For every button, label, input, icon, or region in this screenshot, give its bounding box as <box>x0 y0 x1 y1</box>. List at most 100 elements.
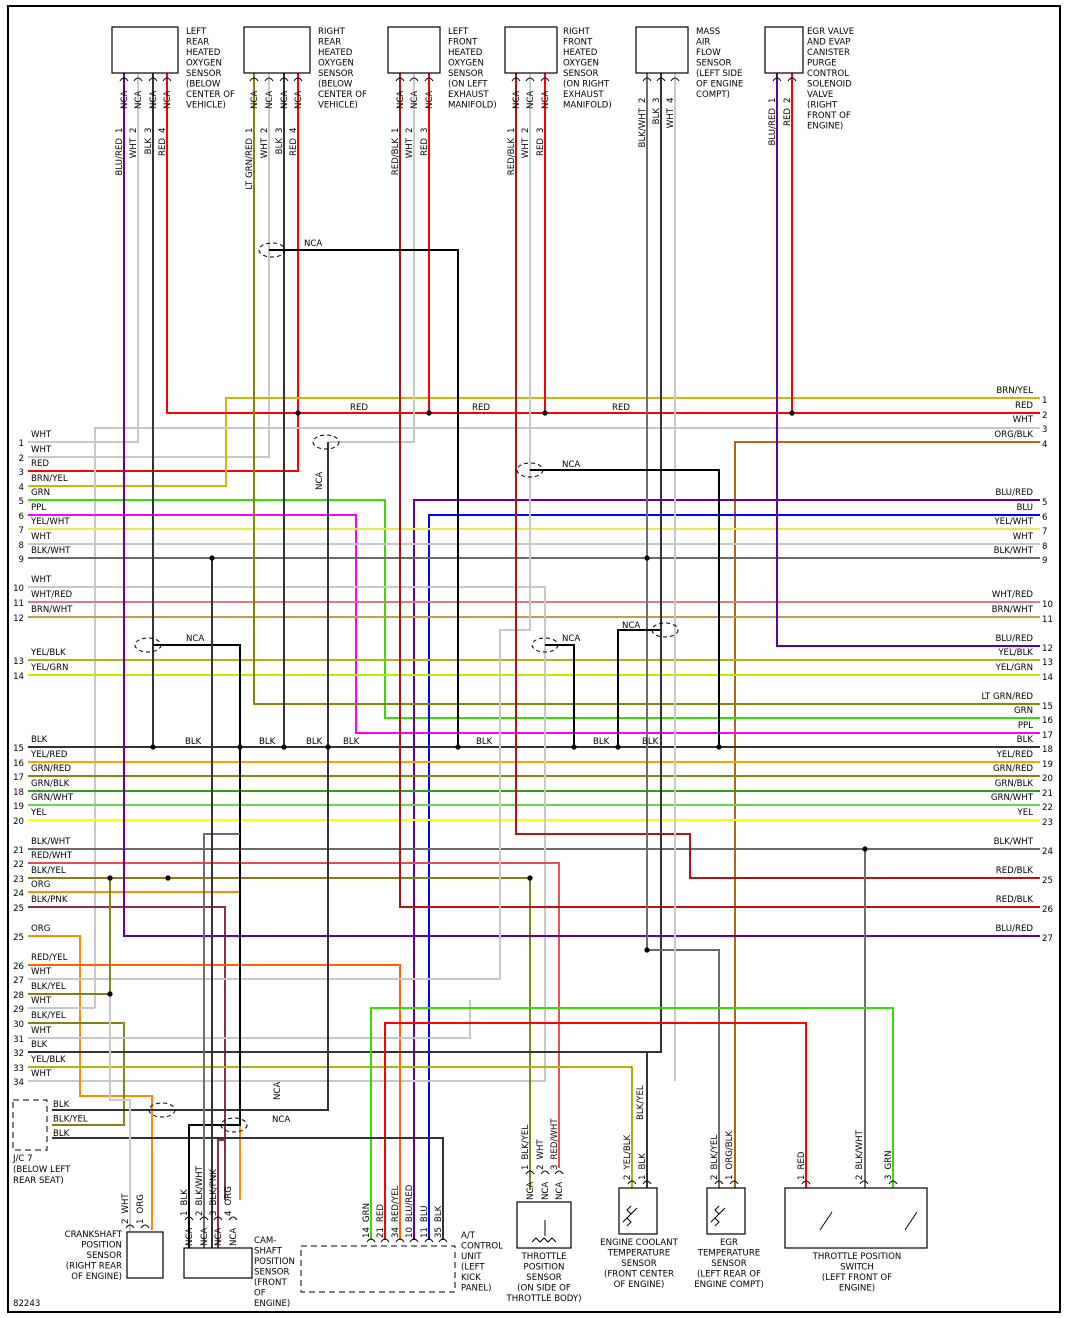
left-pin-number: 14 <box>13 672 24 682</box>
pin-wire-label: BLK/WHT <box>855 1129 865 1169</box>
left-wire-label: GRN/BLK <box>31 779 70 789</box>
pin-wire-label: BLK <box>180 1189 190 1206</box>
right-pin-number: 13 <box>1042 658 1053 668</box>
wire <box>328 73 415 443</box>
pin-number: 4 <box>666 98 676 103</box>
right-pin-number: 14 <box>1042 673 1053 683</box>
connector-pin-icon <box>627 1180 637 1185</box>
wire <box>617 629 660 747</box>
left-pin-number: 17 <box>13 773 24 783</box>
connector-pin-icon <box>125 1224 135 1229</box>
top-component-label: FLOW <box>696 48 721 58</box>
inline-wire-label: NCA <box>186 634 204 644</box>
bottom-component-label: (ON SIDE OF <box>517 1284 571 1294</box>
jc7-label: (BELOW LEFT <box>13 1165 71 1175</box>
pin-wire-label: YEL/BLK <box>623 1134 633 1170</box>
jc7-wire-label: BLK <box>53 1100 70 1110</box>
wire <box>28 514 1040 734</box>
right-wire-label: BLU <box>1016 503 1033 513</box>
left-wire-label: BLK/PNK <box>31 895 68 905</box>
top-component-6-body <box>764 26 804 74</box>
pin-number: 1 <box>768 98 778 103</box>
connector-pin-icon <box>729 1180 739 1185</box>
splice-dot <box>542 410 548 416</box>
wire <box>166 73 1040 414</box>
left-pin-number: 22 <box>13 860 24 870</box>
top-component-label: REAR <box>186 38 209 48</box>
inline-wire-label: NCA <box>622 621 640 631</box>
pin-number: 4 <box>289 128 299 133</box>
left-wire-label: RED/YEL <box>31 953 68 963</box>
bottom-component-label: SENSOR <box>711 1259 747 1269</box>
pin-number: 11 <box>420 1227 430 1238</box>
top-component-label: RIGHT <box>563 27 591 37</box>
right-wire-label: ORG/BLK <box>994 430 1033 440</box>
left-pin-number: 9 <box>19 555 24 565</box>
pin-wire-label: BLU <box>420 1206 430 1223</box>
left-pin-number: 20 <box>13 817 24 827</box>
bottom-component-label: THROTTLE POSITION <box>812 1252 902 1262</box>
bottom-component-label: OF ENGINE) <box>614 1280 665 1290</box>
right-pin-number: 15 <box>1042 702 1053 712</box>
splice-dot <box>237 744 243 750</box>
bottom-component-7-body <box>784 1187 928 1249</box>
connector-pin-icon <box>213 1216 223 1221</box>
pin-number: 1 <box>115 128 125 133</box>
wire <box>545 644 575 747</box>
pin-nca-label: NCA <box>185 1228 195 1246</box>
connector-pin-icon <box>119 77 129 82</box>
top-component-label: EXHAUST <box>448 90 489 100</box>
right-pin-number: 3 <box>1042 425 1047 435</box>
pin-number: 1 <box>638 1175 648 1180</box>
right-wire-label: GRN/BLK <box>995 779 1034 789</box>
bottom-component-label: OF ENGINE) <box>71 1272 122 1282</box>
bottom-component-label: KICK <box>461 1273 481 1283</box>
splice-dot <box>295 410 301 416</box>
bottom-component-label: TEMPERATURE <box>697 1249 760 1259</box>
connector-pin-icon <box>888 1180 898 1185</box>
pin-wire-label: RED/BLK <box>391 138 401 176</box>
top-component-label: (ON LEFT <box>448 80 488 90</box>
thermistor-icon <box>710 1205 726 1227</box>
pin-number: 3 <box>420 128 430 133</box>
splice-dot <box>527 875 533 881</box>
bottom-component-1-body <box>126 1231 164 1279</box>
wire <box>776 73 1040 647</box>
wire <box>413 499 1040 1240</box>
pin-wire-label: WHT <box>121 1193 131 1214</box>
pin-nca-label: NCA <box>425 91 435 109</box>
right-wire-label: BLU/RED <box>996 488 1034 498</box>
pin-wire-label: BLK <box>652 108 662 125</box>
wire <box>28 964 401 1240</box>
pin-number: 14 <box>362 1227 372 1238</box>
bottom-component-label: ENGINE) <box>254 1299 290 1309</box>
left-wire-label: ORG <box>31 880 50 890</box>
pin-number: 1 <box>391 128 401 133</box>
connector-pin-icon <box>293 77 303 82</box>
pin-nca-label: NCA <box>250 91 260 109</box>
bottom-component-4-body <box>516 1201 572 1249</box>
right-wire-label: WHT <box>1013 415 1034 425</box>
left-pin-number: 6 <box>19 512 24 522</box>
pin-number: 1 <box>797 1175 807 1180</box>
left-wire-label: YEL/BLK <box>30 1055 66 1065</box>
inline-wire-label: NCA <box>304 239 322 249</box>
right-pin-number: 4 <box>1042 440 1047 450</box>
splice-dot <box>862 846 868 852</box>
wire <box>530 469 720 747</box>
inline-wire-label: NCA <box>315 472 325 490</box>
bottom-component-label: OF <box>254 1289 266 1299</box>
top-component-label: FRONT OF <box>807 111 851 121</box>
left-wire-label: WHT <box>31 430 52 440</box>
wire <box>384 1022 807 1240</box>
connector-pin-icon <box>409 1238 419 1243</box>
splice-dot <box>165 875 171 881</box>
top-component-label: CENTER OF <box>186 90 235 100</box>
top-component-label: SOLENOID <box>807 80 852 90</box>
left-pin-number: 31 <box>13 1035 24 1045</box>
right-pin-number: 17 <box>1042 731 1053 741</box>
pin-nca-label: NCA <box>555 1182 565 1200</box>
left-wire-label: BRN/WHT <box>31 605 73 615</box>
pin-wire-label: WHT <box>129 137 139 158</box>
